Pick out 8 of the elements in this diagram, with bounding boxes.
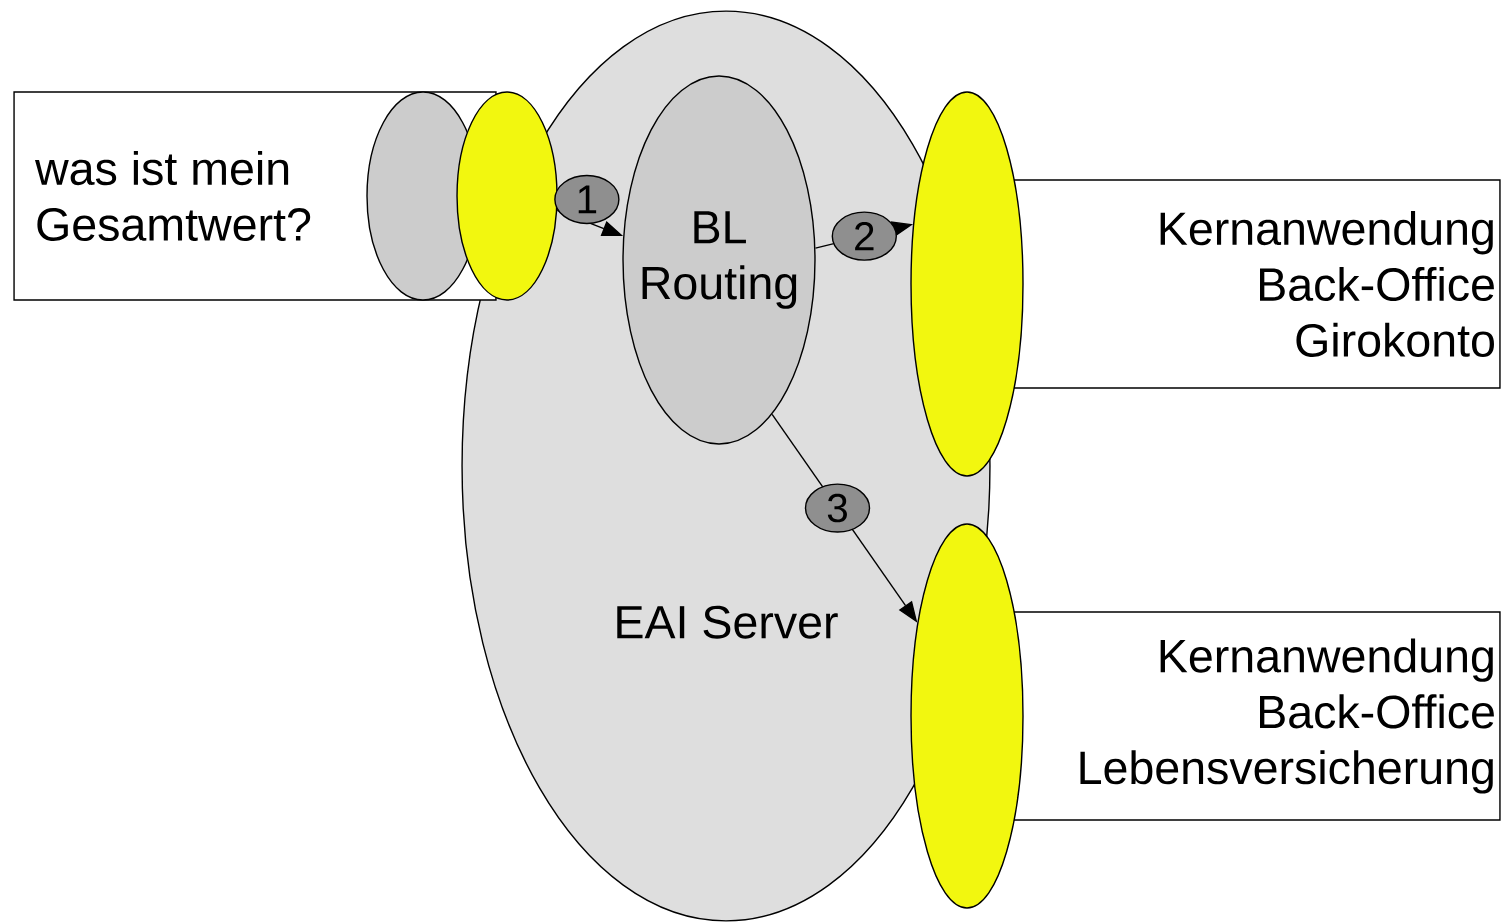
text-box: Kernanwendung Back-Office Girokonto	[965, 179, 1501, 389]
adapter-ellipse	[456, 91, 558, 301]
edge-label: 3	[804, 483, 871, 533]
adapter-ellipse	[910, 523, 1024, 909]
edge-label: 2	[831, 211, 897, 261]
text-box: Kernanwendung Back-Office Lebensversicherung	[965, 611, 1501, 821]
adapter-ellipse	[910, 91, 1024, 477]
edge-label: 1	[554, 174, 620, 225]
